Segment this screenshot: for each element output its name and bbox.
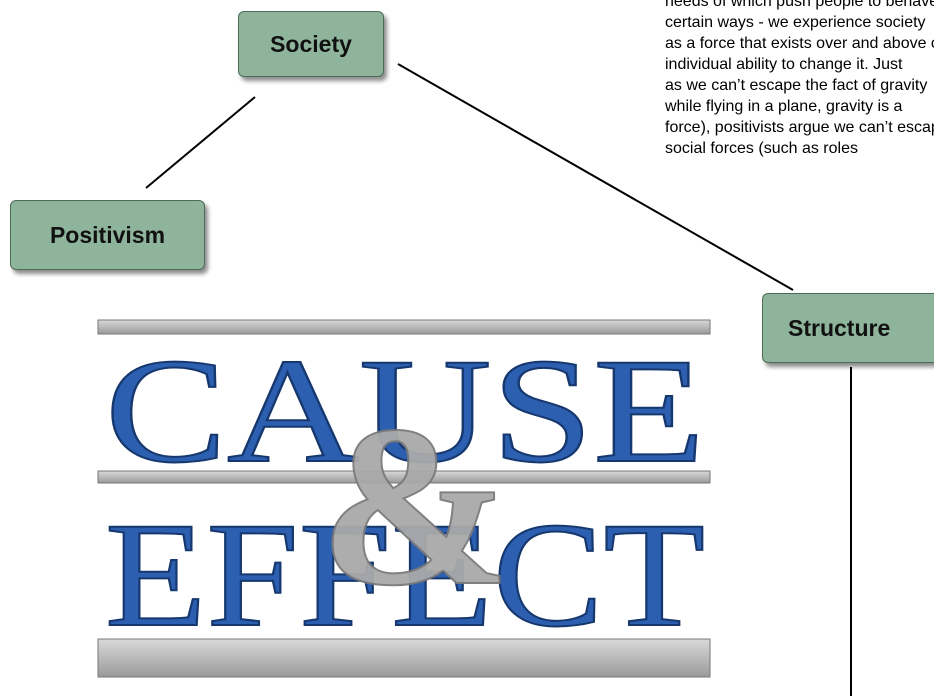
positivism-node: Positivism — [10, 200, 205, 270]
body-paragraph: needs of which push people to behave in … — [665, 0, 934, 157]
structure-label: Structure — [788, 314, 891, 341]
logo-cause-text: CAUSE — [105, 328, 705, 494]
society-positivism-link — [145, 96, 256, 189]
society-node: Society — [238, 11, 384, 77]
society-label: Society — [270, 30, 352, 57]
logo-mid-bar — [97, 470, 711, 484]
logo-effect-text: EFFECT — [105, 492, 705, 658]
positivism-label: Positivism — [49, 221, 166, 248]
logo-top-bar — [97, 319, 711, 335]
society-structure-link — [397, 63, 794, 291]
logo-ampersand: & — [319, 378, 511, 633]
cause-and-effect-logo: CAUSE EFFECT & — [97, 319, 711, 678]
structure-node: Structure — [762, 293, 934, 363]
logo-bottom-bar — [97, 638, 711, 678]
